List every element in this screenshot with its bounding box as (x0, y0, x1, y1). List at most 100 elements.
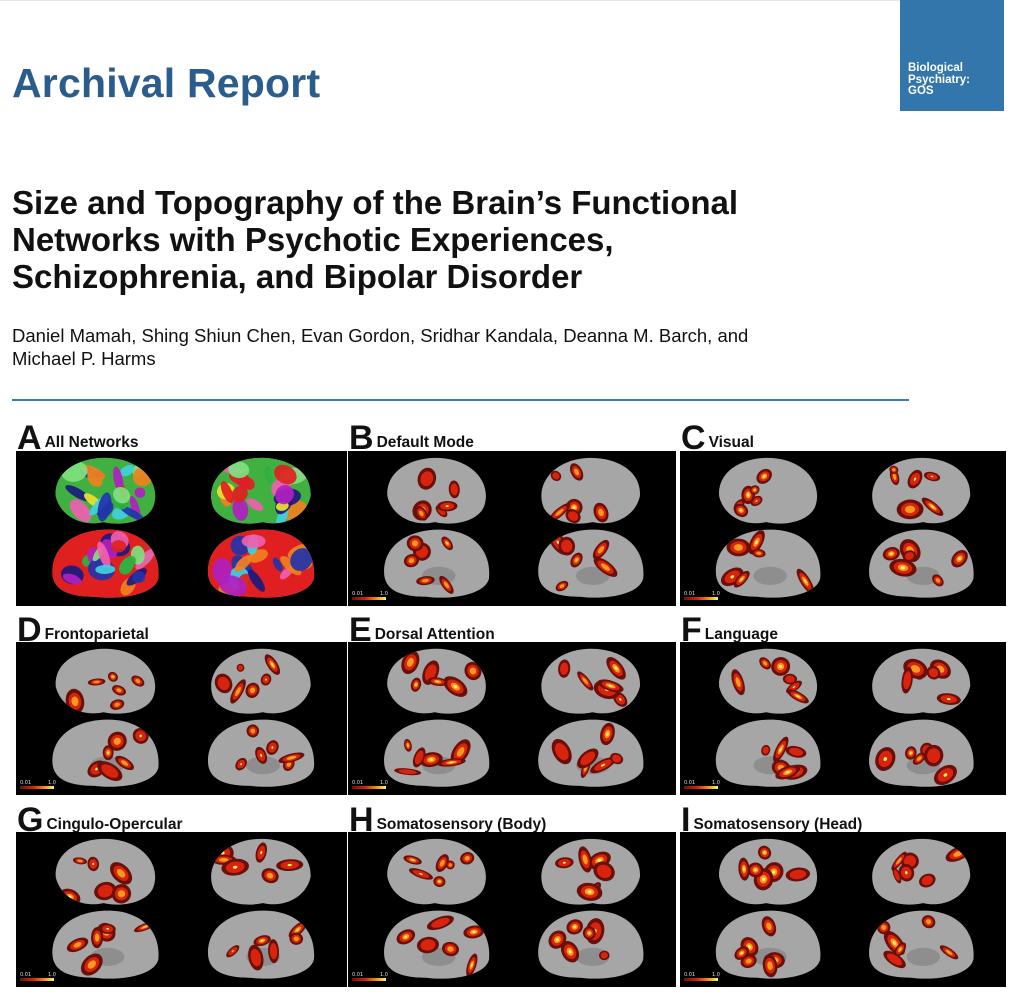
brain-surface (538, 910, 644, 979)
brain-surface (541, 838, 640, 905)
report-type-heading: Archival Report (12, 60, 321, 106)
panel-letter: D (17, 611, 42, 649)
brain-map-panel: 0.01 1.0 (348, 451, 676, 606)
hemisphere-view (207, 910, 315, 979)
colorbar-min-label: 0.01 (684, 591, 695, 597)
hemisphere-view (719, 838, 818, 905)
hemisphere-view (869, 529, 974, 598)
panel-label: Cingulo-Opercular (46, 816, 183, 833)
brain-map-panel: 0.01 1.0 (680, 451, 1006, 606)
colorbar-max-label: 1.0 (48, 972, 56, 978)
brain-map-image: 0.01 1.0 (348, 451, 676, 606)
hemisphere-view (52, 910, 159, 979)
colorbar-min-label: 0.01 (20, 780, 31, 786)
colorbar-max-label: 1.0 (712, 591, 720, 597)
brain-map-panel (16, 451, 347, 606)
colorbar-min-label: 0.01 (684, 972, 695, 978)
panel-letter: C (681, 419, 706, 457)
brain-surface (55, 838, 156, 905)
colorbar-min-label: 0.01 (352, 591, 363, 597)
brain-surface (387, 838, 486, 905)
brain-map-panel: 0.01 1.0 (16, 832, 347, 987)
brain-map-image: 0.01 1.0 (16, 832, 347, 987)
hemisphere-view (541, 648, 640, 714)
brain-map-panel: 0.01 1.0 (16, 642, 347, 795)
author-list: Daniel Mamah, Shing Shiun Chen, Evan Gor… (12, 324, 748, 370)
article-title: Size and Topography of the Brain’s Funct… (12, 184, 912, 295)
top-divider (0, 0, 900, 1)
colorbar-max-label: 1.0 (380, 780, 388, 786)
hemisphere-view (207, 529, 315, 598)
journal-name-line-1: Biological (908, 62, 963, 74)
colorbar-max-label: 1.0 (712, 780, 720, 786)
brain-surface (869, 529, 974, 598)
journal-name-line-2: Psychiatry: (908, 73, 971, 86)
hemisphere-view (52, 529, 159, 598)
colorbar (352, 786, 386, 789)
hemisphere-view (538, 910, 644, 979)
colorbar (20, 978, 54, 981)
colorbar-max-label: 1.0 (48, 780, 56, 786)
panel-label: Somatosensory (Head) (693, 816, 863, 833)
brain-map-image: 0.01 1.0 (680, 451, 1006, 606)
colorbar (352, 978, 386, 981)
hemisphere-view (715, 910, 821, 979)
hemisphere-view (869, 719, 974, 787)
colorbar-max-label: 1.0 (380, 972, 388, 978)
colorbar (684, 597, 718, 600)
hemisphere-view (55, 648, 156, 714)
panel-letter: H (349, 801, 374, 839)
hemisphere-view (52, 719, 159, 787)
panel-letter: A (17, 419, 42, 457)
colorbar-max-label: 1.0 (380, 591, 388, 597)
brain-surface (211, 838, 311, 905)
brain-map-panel: 0.01 1.0 (348, 642, 676, 795)
hemisphere-view (387, 648, 486, 714)
hemisphere-view (872, 838, 971, 905)
panel-letter: G (17, 801, 44, 839)
panel-letter: B (349, 419, 374, 457)
colorbar (684, 978, 718, 981)
hemisphere-view (872, 648, 971, 714)
brain-map-panel: 0.01 1.0 (680, 832, 1006, 987)
hemisphere-view (211, 457, 311, 524)
hemisphere-view (207, 719, 315, 787)
brain-map-image: 0.01 1.0 (16, 642, 347, 795)
colorbar-min-label: 0.01 (20, 972, 31, 978)
colorbar-min-label: 0.01 (352, 780, 363, 786)
colorbar-max-label: 1.0 (712, 972, 720, 978)
hemisphere-view (719, 457, 818, 524)
hemisphere-view (211, 648, 311, 714)
hemisphere-view (538, 719, 644, 787)
panel-label: Default Mode (376, 434, 474, 451)
panel-label: Somatosensory (Body) (376, 816, 547, 833)
panel-label: Frontoparietal (44, 626, 149, 643)
hemisphere-view (384, 529, 490, 598)
hemisphere-view (384, 719, 490, 787)
hemisphere-view (719, 648, 818, 714)
journal-badge[interactable]: Biological Psychiatry: GOS (900, 0, 1004, 111)
brain-map-image: 0.01 1.0 (680, 832, 1006, 987)
panel-letter: I (681, 801, 691, 839)
colorbar (352, 597, 386, 600)
author-list-line-2: Michael P. Harms (12, 348, 156, 369)
panel-label: Visual (708, 434, 754, 451)
hemisphere-view (211, 838, 311, 905)
brain-map-image: 0.01 1.0 (348, 642, 676, 795)
brain-surface (52, 910, 159, 979)
panel-label: Language (704, 626, 778, 643)
colorbar (20, 786, 54, 789)
hemisphere-view (384, 910, 490, 979)
